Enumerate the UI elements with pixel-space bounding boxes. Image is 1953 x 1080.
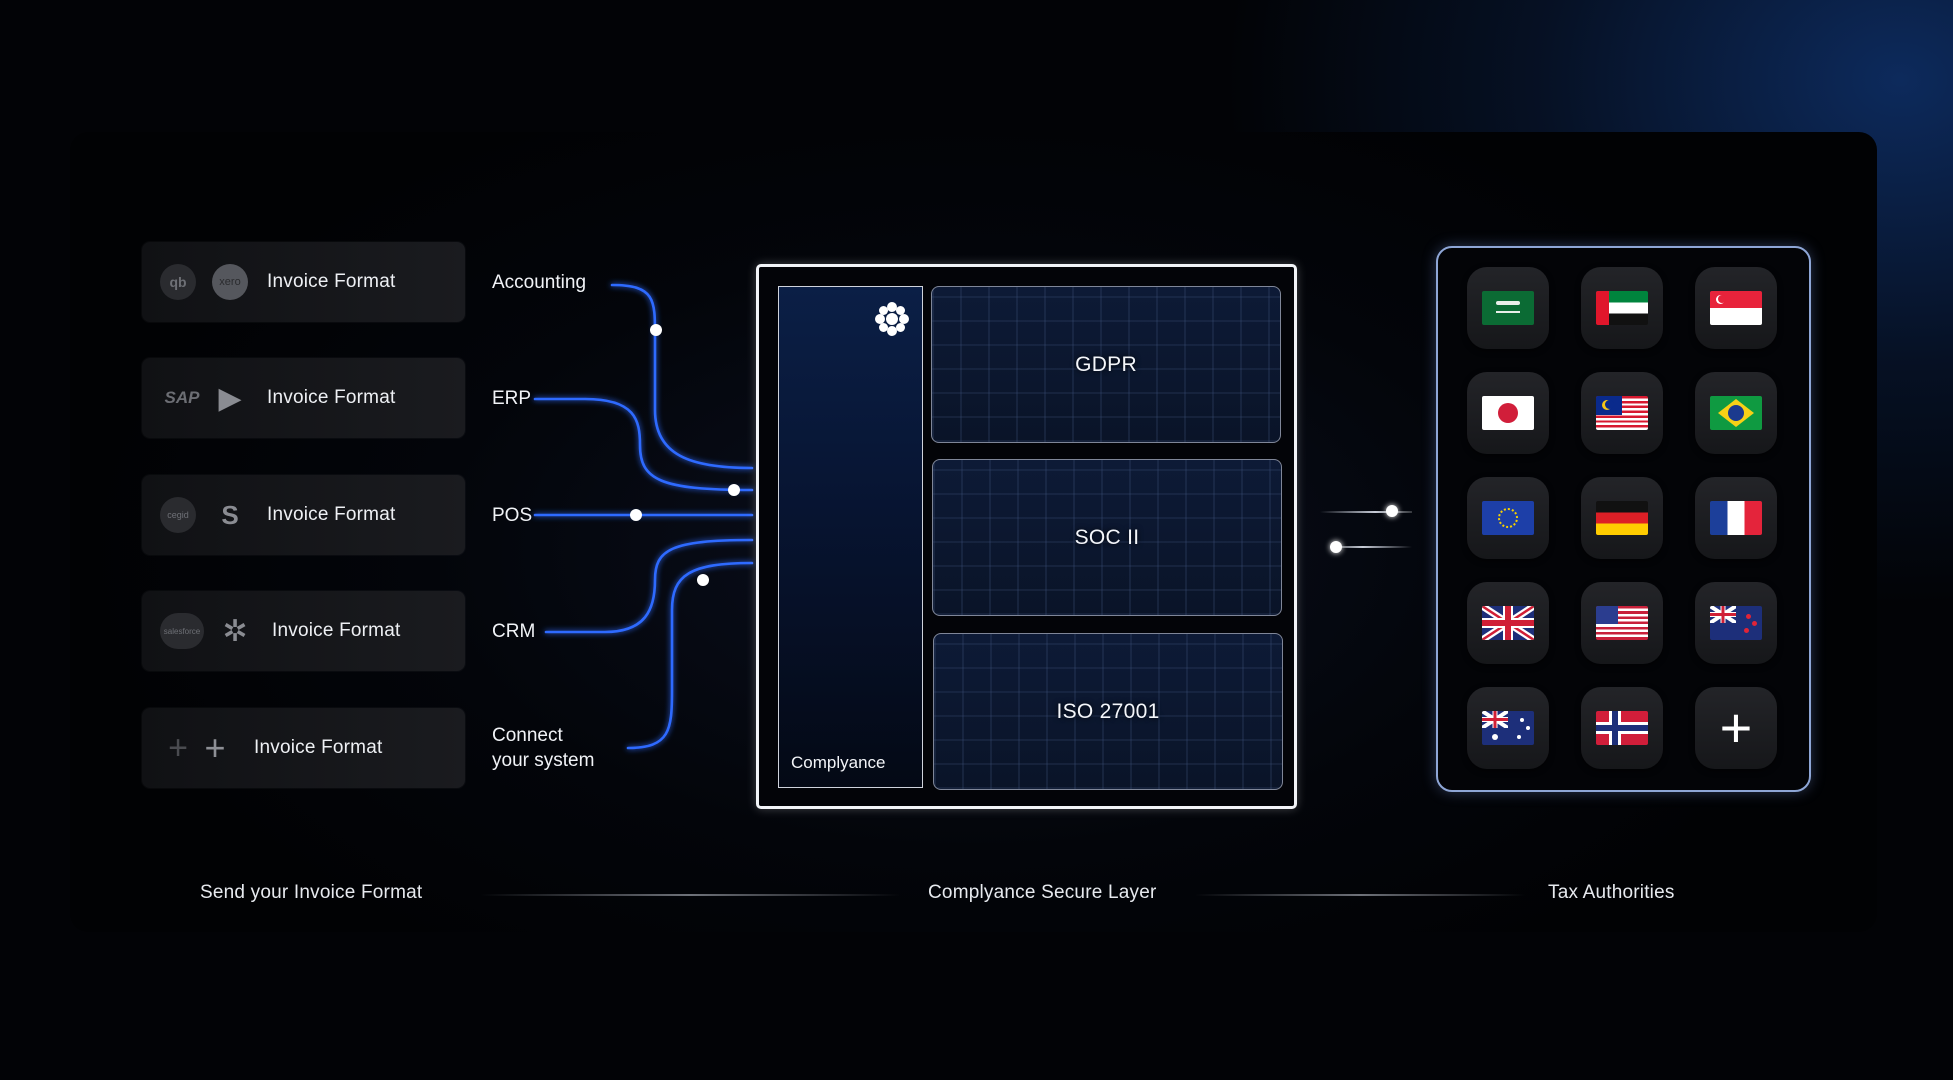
category-label-erp: ERP (492, 388, 532, 409)
flag-tile-malaysia (1581, 372, 1663, 454)
wire-node (697, 574, 709, 586)
flag-tile-uae (1581, 267, 1663, 349)
category-label-accounting: Accounting (492, 272, 587, 293)
plus-icon: + (204, 727, 226, 768)
germany-flag-icon (1596, 501, 1648, 535)
footer-label-send-invoice: Send your Invoice Format (200, 882, 423, 903)
category-label-pos: POS (492, 505, 533, 526)
source-card-accounting: qb xero Invoice Format (142, 242, 465, 322)
united-states-flag-icon (1596, 606, 1648, 640)
complyance-column: Complyance (778, 286, 923, 788)
complyance-logo-icon (875, 302, 909, 336)
source-card-label: Invoice Format (272, 620, 401, 641)
source-card-label: Invoice Format (267, 504, 396, 525)
compliance-card-soc2: SOC II (932, 459, 1282, 616)
wire-erp (533, 397, 754, 492)
flag-tile-australia (1467, 687, 1549, 769)
source-card-label: Invoice Format (267, 271, 396, 292)
compliance-card-label: ISO 27001 (1056, 699, 1160, 723)
connector-node (1386, 505, 1398, 517)
flag-tile-germany (1581, 477, 1663, 559)
compliance-card-label: SOC II (1074, 525, 1140, 549)
footer-divider (1195, 894, 1525, 896)
flag-tile-saudi-arabia (1467, 267, 1549, 349)
japan-flag-icon (1482, 396, 1534, 430)
flag-tile-united-states (1581, 582, 1663, 664)
source-card-custom: + + Invoice Format (142, 708, 465, 788)
salesforce-logo-icon: salesforce (160, 613, 204, 649)
source-card-label: Invoice Format (267, 387, 396, 408)
new-zealand-flag-icon (1710, 606, 1762, 640)
flag-tile-new-zealand (1695, 582, 1777, 664)
complyance-column-label: Complyance (791, 753, 886, 772)
source-card-erp: SAP ▶ Invoice Format (142, 358, 465, 438)
wire-node (728, 484, 740, 496)
hubspot-logo-icon: ✲ (222, 614, 248, 648)
european-union-flag-icon (1482, 501, 1534, 535)
wire-crm (544, 538, 754, 634)
saudi-arabia-flag-icon (1482, 291, 1534, 325)
connector-line (1330, 546, 1412, 548)
brazil-flag-icon (1710, 396, 1762, 430)
wire-node (650, 324, 662, 336)
footer-label-secure-layer: Complyance Secure Layer (928, 882, 1157, 903)
xero-logo-icon: xero (212, 264, 248, 300)
category-label-connect: Connect your system (492, 725, 595, 771)
singapore-flag-icon (1710, 291, 1762, 325)
category-label-crm: CRM (492, 621, 536, 642)
footer-label-tax-authorities: Tax Authorities (1548, 882, 1675, 903)
flag-tile-singapore (1695, 267, 1777, 349)
malaysia-flag-icon (1596, 396, 1648, 430)
footer-divider (480, 894, 900, 896)
add-authority-button[interactable]: + (1695, 687, 1777, 769)
uae-flag-icon (1596, 291, 1648, 325)
connector-line (1320, 511, 1412, 513)
wire-node (630, 509, 642, 521)
france-flag-icon (1710, 501, 1762, 535)
flag-tile-brazil (1695, 372, 1777, 454)
flag-tile-france (1695, 477, 1777, 559)
sap-logo-icon: SAP (164, 388, 200, 407)
flag-tile-japan (1467, 372, 1549, 454)
plus-icon: + (168, 728, 188, 767)
wire-accounting (610, 283, 754, 470)
source-card-label: Invoice Format (254, 737, 383, 758)
plus-icon: + (1719, 696, 1753, 759)
source-card-pos: cegid S Invoice Format (142, 475, 465, 555)
wire-connect (626, 561, 754, 750)
dynamics-logo-icon: ▶ (218, 381, 242, 415)
source-card-crm: salesforce ✲ Invoice Format (142, 591, 465, 671)
united-kingdom-flag-icon (1482, 606, 1534, 640)
shopify-logo-icon: S (221, 499, 239, 530)
flag-tile-norway (1581, 687, 1663, 769)
compliance-card-iso27001: ISO 27001 (933, 633, 1283, 790)
compliance-card-gdpr: GDPR (931, 286, 1281, 443)
flag-tile-european-union (1467, 477, 1549, 559)
compliance-card-label: GDPR (1075, 352, 1137, 376)
connector-node (1330, 541, 1342, 553)
cegid-logo-icon: cegid (160, 497, 196, 533)
flag-tile-united-kingdom (1467, 582, 1549, 664)
norway-flag-icon (1596, 711, 1648, 745)
quickbooks-logo-icon: qb (160, 264, 196, 300)
australia-flag-icon (1482, 711, 1534, 745)
